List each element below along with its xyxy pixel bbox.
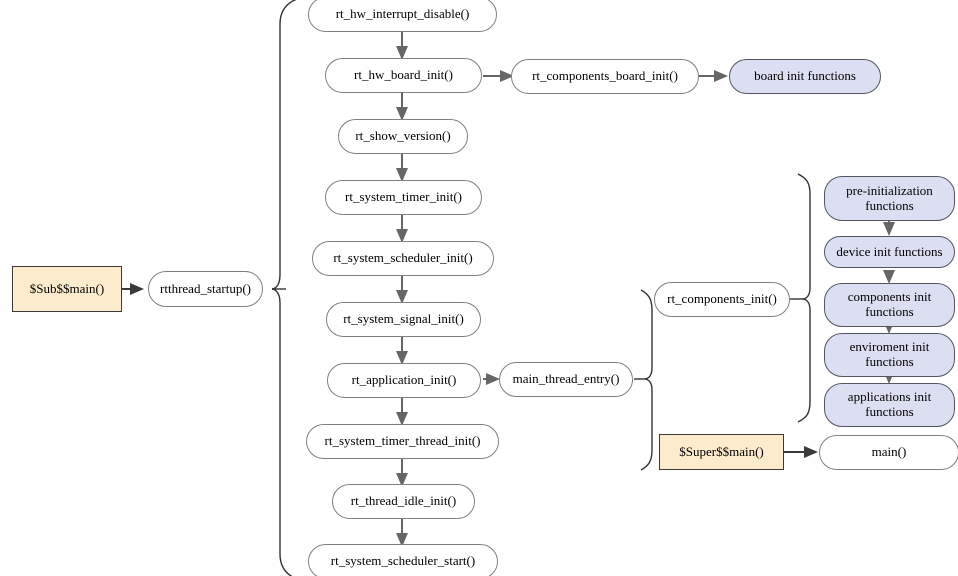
node-rt-thread-idle-init-label: rt_thread_idle_init() [350, 493, 457, 509]
node-rt-system-scheduler-init[interactable]: rt_system_scheduler_init() [312, 241, 494, 276]
node-rt-hw-interrupt-disable-label: rt_hw_interrupt_disable() [335, 6, 470, 22]
node-rt-components-init[interactable]: rt_components_init() [654, 282, 790, 317]
node-rt-system-timer-init[interactable]: rt_system_timer_init() [325, 180, 482, 215]
node-rt-system-signal-init[interactable]: rt_system_signal_init() [326, 302, 481, 337]
node-rt-application-init-label: rt_application_init() [351, 372, 457, 388]
node-rt-thread-idle-init[interactable]: rt_thread_idle_init() [332, 484, 475, 519]
node-super-main-label: $Super$$main() [679, 443, 764, 459]
node-rt-hw-board-init[interactable]: rt_hw_board_init() [325, 58, 482, 93]
node-rt-system-scheduler-start-label: rt_system_scheduler_start() [330, 553, 476, 569]
node-main-thread-entry[interactable]: main_thread_entry() [499, 362, 633, 397]
node-rt-show-version[interactable]: rt_show_version() [338, 119, 468, 154]
node-rtthread-startup[interactable]: rtthread_startup() [148, 271, 263, 307]
node-board-init-functions-label: board init functions [754, 68, 856, 84]
node-main-label: main() [871, 444, 907, 460]
node-stage-pre-initialization-functions-label: pre-initialization functions [846, 182, 933, 213]
node-rt-system-timer-thread-init[interactable]: rt_system_timer_thread_init() [306, 424, 499, 459]
node-rt-system-scheduler-init-label: rt_system_scheduler_init() [333, 250, 473, 266]
node-stage-components-init-functions[interactable]: components init functions [824, 283, 955, 327]
brace-componentsinit-lower [797, 298, 811, 423]
brace-startup-upper [271, 0, 297, 290]
node-main-thread-entry-label: main_thread_entry() [512, 371, 620, 387]
node-main[interactable]: main() [819, 435, 958, 470]
node-stage-applications-init-functions-label: applications init functions [847, 389, 932, 419]
node-board-init-functions[interactable]: board init functions [729, 59, 881, 94]
node-sub-main-label: $Sub$$main() [29, 280, 105, 296]
brace-mainentry-upper [640, 289, 653, 380]
node-rt-application-init[interactable]: rt_application_init() [327, 363, 481, 398]
node-rt-system-signal-init-label: rt_system_signal_init() [343, 311, 464, 327]
node-sub-main[interactable]: $Sub$$main() [12, 266, 122, 312]
node-rt-system-timer-init-label: rt_system_timer_init() [345, 189, 462, 205]
node-super-main[interactable]: $Super$$main() [659, 434, 784, 470]
node-stage-enviroment-init-functions[interactable]: enviroment init functions [824, 333, 955, 377]
node-stage-pre-initialization-functions[interactable]: pre-initialization functions [824, 176, 955, 221]
node-stage-applications-init-functions[interactable]: applications init functions [824, 383, 955, 427]
node-rt-system-scheduler-start[interactable]: rt_system_scheduler_start() [308, 544, 498, 576]
node-rt-system-timer-thread-init-label: rt_system_timer_thread_init() [324, 433, 481, 449]
node-rt-hw-board-init-label: rt_hw_board_init() [354, 67, 453, 83]
node-stage-components-init-functions-label: components init functions [847, 289, 932, 319]
node-stage-device-init-functions-label: device init functions [836, 243, 943, 259]
node-stage-device-init-functions[interactable]: device init functions [824, 236, 955, 268]
node-rt-hw-interrupt-disable[interactable]: rt_hw_interrupt_disable() [308, 0, 497, 32]
node-rtthread-startup-label: rtthread_startup() [160, 280, 251, 296]
node-rt-show-version-label: rt_show_version() [355, 128, 451, 144]
brace-componentsinit-upper [797, 173, 811, 300]
node-rt-components-init-label: rt_components_init() [667, 291, 777, 307]
brace-startup-lower [271, 288, 293, 576]
node-stage-enviroment-init-functions-label: enviroment init functions [849, 339, 930, 369]
node-rt-components-board-init[interactable]: rt_components_board_init() [511, 59, 699, 94]
node-rt-components-board-init-label: rt_components_board_init() [532, 68, 678, 84]
brace-mainentry-lower [640, 378, 653, 471]
